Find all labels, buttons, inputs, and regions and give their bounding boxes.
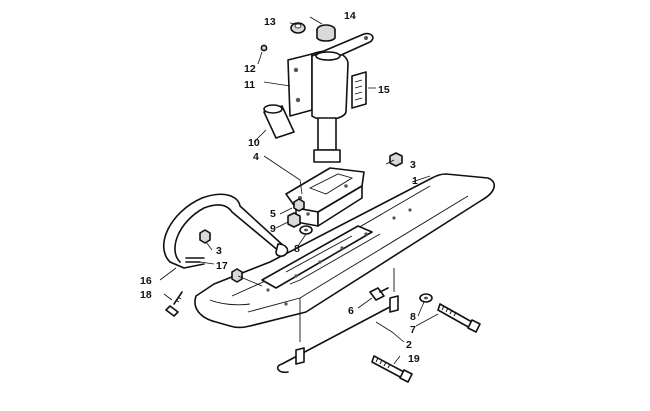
callout-4: 4: [253, 151, 259, 163]
callout-17: 17: [216, 260, 228, 272]
callout-1: 1: [412, 175, 418, 187]
spindle: [287, 32, 374, 163]
callout-10: 10: [248, 137, 260, 149]
bolt-18: [165, 291, 183, 317]
decal: [351, 71, 367, 109]
callout-3-left: 3: [216, 245, 222, 257]
nut-5: [293, 198, 305, 212]
nut-3-left: [199, 229, 211, 244]
pin-17: [185, 257, 205, 263]
leader-lines: [159, 16, 439, 365]
nut-13: [290, 22, 306, 34]
bolt-7: [437, 303, 481, 333]
callout-15: 15: [378, 84, 390, 96]
nut-9: [287, 212, 301, 228]
ski: [194, 173, 495, 329]
bushing: [263, 104, 295, 139]
grease-fitting: [260, 44, 268, 52]
callout-19: 19: [408, 353, 420, 365]
washer-8: [299, 225, 313, 235]
callout-3-top: 3: [410, 159, 416, 171]
callout-labels: 13 14 12 11 15 10 4 3 1 5 9 8 3 17 16 18…: [140, 10, 420, 365]
callout-8-mid: 8: [294, 243, 300, 255]
callout-6: 6: [348, 305, 354, 317]
spindle-cap: [316, 24, 336, 42]
callout-14: 14: [344, 10, 356, 22]
callout-7: 7: [410, 324, 416, 336]
ski-loop: [163, 193, 289, 269]
nut-left-ski: [231, 268, 243, 283]
bolt-6: [369, 287, 389, 301]
callout-5: 5: [270, 208, 276, 220]
nut-3-top: [389, 152, 403, 167]
callout-8-right: 8: [410, 311, 416, 323]
callout-13: 13: [264, 16, 276, 28]
callout-9: 9: [270, 223, 276, 235]
washer-8b: [419, 293, 433, 303]
wear-bar: [276, 268, 399, 374]
callout-2: 2: [406, 339, 412, 351]
callout-18: 18: [140, 289, 152, 301]
callout-11: 11: [244, 79, 255, 91]
bolt-19: [371, 355, 413, 383]
callout-16: 16: [140, 275, 152, 287]
callout-12: 12: [244, 63, 256, 75]
